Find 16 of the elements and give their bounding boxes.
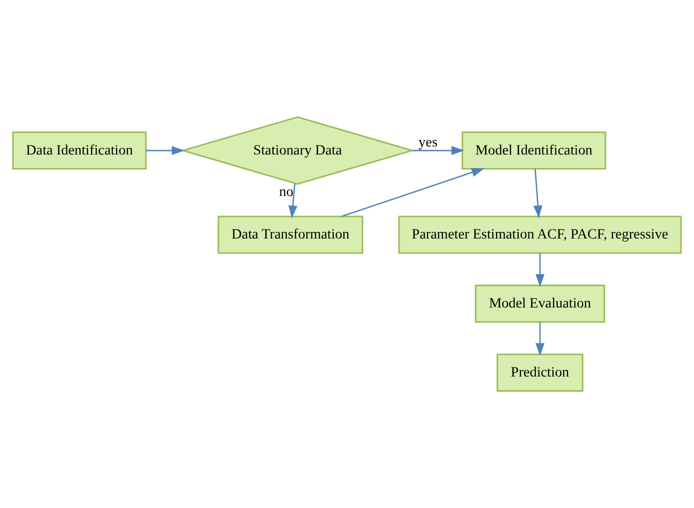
arrow <box>412 146 464 156</box>
arrow <box>288 184 298 218</box>
node-box: Data Transformation <box>218 216 364 254</box>
edge-label: no <box>279 184 294 200</box>
arrow <box>533 168 542 218</box>
node-box: Data Identification <box>12 132 147 170</box>
node-box: Parameter Estimation ACF, PACF, regressive <box>398 216 682 254</box>
node-diamond: Stationary Data <box>180 116 415 185</box>
node-box: Prediction <box>496 354 584 392</box>
edge-label: yes <box>418 134 438 151</box>
arrow <box>536 322 544 356</box>
arrow <box>536 253 544 287</box>
arrow <box>342 168 484 218</box>
arrow <box>146 146 185 156</box>
node-box: Model Evaluation <box>474 284 606 323</box>
node-box: Model Identification <box>462 132 606 170</box>
